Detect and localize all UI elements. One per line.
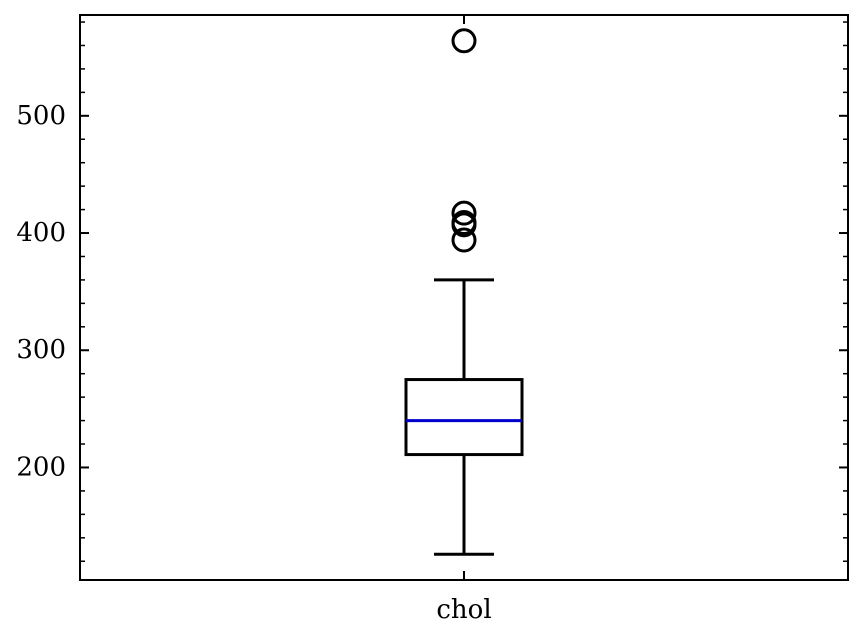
x-tick-label: chol	[436, 595, 491, 625]
tick-labels: 200 300 400 500 chol	[16, 101, 491, 625]
plot-marks	[404, 28, 524, 556]
y-tick-label: 400	[16, 218, 66, 248]
y-tick-label: 200	[16, 452, 66, 482]
outlier-point	[451, 28, 477, 54]
iqr-box	[404, 378, 524, 457]
y-tick-label: 500	[16, 101, 66, 131]
outlier-point	[451, 212, 477, 238]
plot-frame	[79, 14, 849, 581]
outlier-point	[451, 227, 477, 253]
outlier-point	[451, 200, 477, 226]
y-tick-label: 300	[16, 335, 66, 365]
